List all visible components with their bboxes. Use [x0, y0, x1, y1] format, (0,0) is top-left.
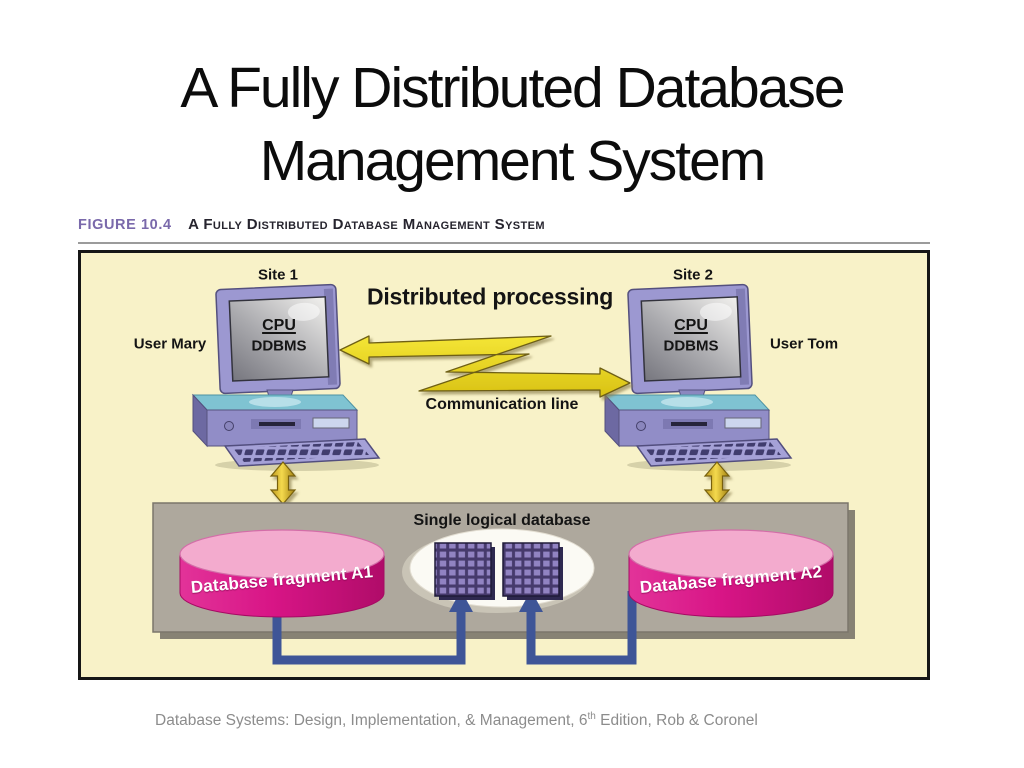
title-line-1: A Fully Distributed Database — [180, 56, 845, 120]
single-logical-database-label: Single logical database — [413, 512, 591, 529]
footer-superscript: th — [587, 711, 596, 722]
connector-arrowhead-right — [519, 590, 543, 612]
computer-site2 — [604, 283, 792, 472]
user-tom-label: User Tom — [769, 335, 839, 353]
footer-citation: Database Systems: Design, Implementation… — [155, 711, 758, 730]
distributed-processing-label: Distributed processing — [366, 283, 614, 310]
ddbms-label-site1: DDBMS — [251, 337, 307, 355]
site2-label: Site 2 — [672, 266, 714, 284]
database-cylinder-a2 — [628, 529, 834, 618]
ddbms-label-site2: DDBMS — [663, 337, 719, 355]
title-line-2: Management System — [259, 129, 767, 193]
figure-graphic — [152, 283, 855, 665]
cpu-label-site2: CPU — [674, 317, 708, 334]
footer-part1: Database Systems: Design, Implementation… — [155, 712, 588, 730]
connector-arrowhead-left — [449, 590, 473, 612]
page-title: A Fully Distributed Database Management … — [0, 52, 1024, 198]
caption-divider — [78, 242, 930, 244]
site1-label: Site 1 — [257, 266, 299, 284]
computer-site1 — [192, 283, 380, 472]
database-cylinder-a1 — [179, 529, 385, 618]
cpu-label-site1: CPU — [262, 317, 296, 334]
communication-line-label: Communication line — [425, 396, 579, 413]
figure-caption-title: A Fully Distributed Database Management … — [188, 216, 545, 233]
figure-panel: Site 1 Site 2 Distributed processing Use… — [78, 250, 930, 680]
user-mary-label: User Mary — [133, 335, 207, 353]
fragment-connectors — [272, 591, 637, 665]
figure-caption: FIGURE 10.4 A Fully Distributed Database… — [78, 216, 930, 234]
footer-part2: Edition, Rob & Coronel — [595, 712, 758, 730]
fragment-grid-1 — [434, 542, 495, 600]
figure-number: FIGURE 10.4 — [78, 217, 172, 233]
communication-bolt-arrow — [339, 335, 631, 398]
fragment-grid-2 — [502, 542, 563, 600]
